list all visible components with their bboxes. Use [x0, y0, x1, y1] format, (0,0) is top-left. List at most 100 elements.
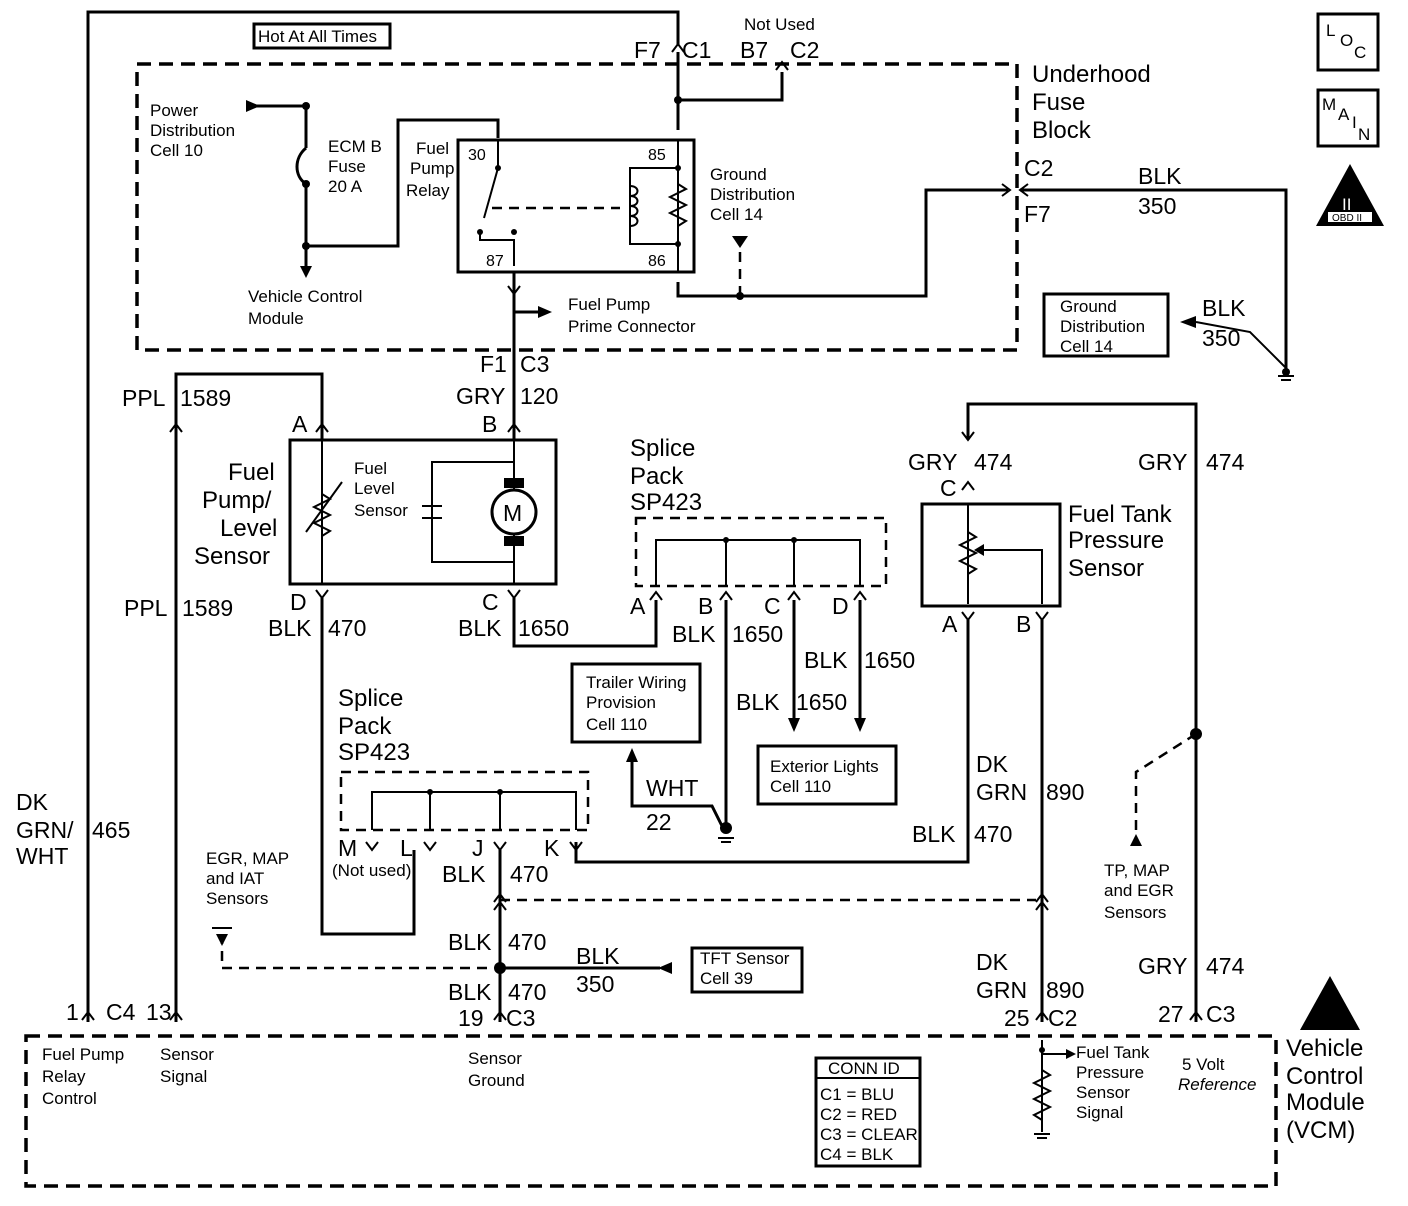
ground-dist-arrow: [1180, 316, 1196, 328]
wire-color-label: BLK: [576, 943, 620, 969]
ecm-fuse-symbol: [295, 146, 308, 186]
pin-label: D: [290, 589, 307, 615]
ftps-label: Fuel Tank: [1068, 501, 1173, 528]
exterior-lights-label: Cell 110: [770, 777, 831, 796]
splice-pack-label: SP423: [338, 739, 410, 766]
wire-465-feed: [86, 10, 680, 1022]
wire-color-label: GRY: [908, 449, 957, 475]
wire-number-label: 22: [646, 809, 672, 835]
vcm-title: (VCM): [1286, 1117, 1355, 1144]
hot-at-all-times-label: Hot At All Times: [258, 27, 377, 46]
underhood-fuse-block-outline: [135, 62, 1019, 352]
wire-color-label: DK: [16, 789, 49, 815]
wire-relay-86-ground: [676, 188, 1008, 298]
pin-label: J: [472, 835, 484, 861]
pin-label: C: [940, 475, 957, 501]
wire-number-label: 474: [974, 449, 1013, 475]
prime-label: Fuel Pump: [568, 295, 650, 314]
pin-label: 86: [648, 253, 666, 270]
pin-label: L: [400, 835, 413, 861]
obd-ii-icon: [1316, 164, 1384, 226]
trailer-wiring-label: Trailer Wiring: [586, 673, 686, 692]
splice-dot: [675, 241, 681, 247]
connector-d: [315, 589, 329, 600]
ground-label: Distribution: [710, 185, 795, 204]
splice-pack-label: Splice: [630, 435, 695, 462]
pin-label: F7: [634, 37, 661, 63]
wire-relay-feed: [306, 118, 500, 248]
vcm-pin-label: Control: [42, 1089, 97, 1108]
prime-arrow: [538, 306, 552, 318]
wire-color-label: WHT: [646, 775, 698, 801]
wire-color-label: BLK: [912, 821, 956, 847]
wire-number-label: 350: [1138, 193, 1176, 219]
wire-number-label: 470: [510, 861, 548, 887]
connector-c: [961, 480, 975, 491]
wire-number-label: 1650: [732, 621, 783, 647]
wire-color-label: GRY: [456, 383, 505, 409]
relay-contact: [495, 165, 501, 171]
pin-label: 85: [648, 147, 666, 164]
vcm-pin-label: Relay: [42, 1067, 86, 1086]
underhood-label: Fuse: [1032, 89, 1085, 116]
connector-label: C3: [520, 351, 549, 377]
pin-label: A: [630, 593, 646, 619]
connector-c2-f7: [1001, 183, 1012, 197]
pin-label: K: [544, 835, 560, 861]
pin-label: 19: [458, 1005, 484, 1031]
vcm-pin-label: Sensor: [160, 1045, 214, 1064]
vcm-title: Vehicle: [1286, 1035, 1363, 1062]
pin-label: 1: [66, 999, 79, 1025]
connector-sp-d: [853, 590, 867, 601]
wire-color-label: DK: [976, 949, 1009, 975]
wire-color-label: BLK: [1138, 163, 1182, 189]
wire-color-label: BLK: [672, 621, 716, 647]
pin-label: 25: [1004, 1005, 1030, 1031]
ground-box-label: Ground: [1060, 297, 1117, 316]
main-icon-letter: N: [1358, 125, 1370, 144]
wire-color-label: BLK: [804, 647, 848, 673]
wire-color-label: GRN: [976, 779, 1027, 805]
pin-label: A: [942, 611, 958, 637]
connector-chevron: [507, 285, 521, 296]
conn-id-title: CONN ID: [828, 1059, 900, 1078]
splice-dot: [302, 102, 310, 110]
connector-chevron: [169, 422, 183, 433]
ground-symbol: [1282, 368, 1290, 376]
tp-sensors-label: TP, MAP: [1104, 861, 1170, 880]
wire-wht-22: [630, 760, 724, 827]
splice-pack-label: Splice: [338, 685, 403, 712]
egr-sensors-label: and IAT: [206, 869, 264, 888]
motor-brush: [504, 478, 524, 488]
fuel-pump-label: Pump/: [202, 487, 272, 514]
vcm-pin-label: Signal: [160, 1067, 207, 1086]
conn-id-entry: C2 = RED: [820, 1105, 897, 1124]
wire-number-label: 350: [576, 971, 614, 997]
pdc-label: Distribution: [150, 121, 235, 140]
pin-label: 13: [146, 999, 172, 1025]
ftps-resistor-symbol: [957, 531, 979, 575]
vcm-outline: [24, 1034, 1278, 1188]
level-wiper: [305, 481, 343, 533]
relay-coil-symbol: [629, 185, 639, 227]
conn-id-entry: C1 = BLU: [820, 1085, 894, 1104]
pin-label: B: [698, 593, 713, 619]
capacitor-loop: [431, 461, 514, 563]
exterior-lights-box: [756, 744, 898, 806]
wire-color-label: GRY: [1138, 449, 1187, 475]
ground-distribution-box: [1042, 292, 1170, 358]
wire-color-label: BLK: [736, 689, 780, 715]
conn-id-box: [814, 1056, 922, 1168]
pin-label: F7: [1024, 201, 1051, 227]
wire-b7-branch: [678, 72, 784, 102]
relay-87-path: [479, 232, 515, 266]
tft-sensor-label: Cell 39: [700, 969, 753, 988]
fuel-tank-pressure-sensor-box: [920, 502, 1062, 608]
trailer-wiring-box: [570, 662, 702, 744]
connector-sp-c: [787, 590, 801, 601]
pin-label: B: [482, 411, 497, 437]
pin-label: B: [1016, 611, 1031, 637]
wire-number-label: 474: [1206, 449, 1245, 475]
level-sensor-label: Level: [354, 479, 395, 498]
